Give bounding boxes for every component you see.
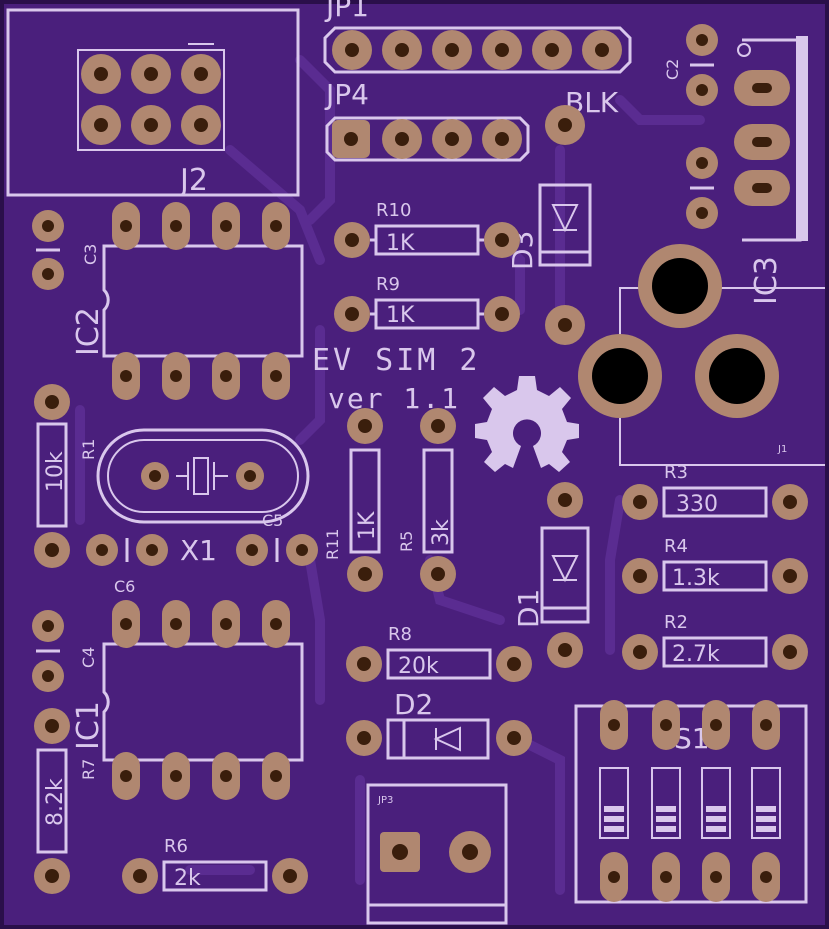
capacitor-c5: [86, 534, 168, 566]
c4-label: C4: [79, 647, 98, 668]
r3-label: R3: [664, 462, 688, 483]
c3-label: C3: [81, 244, 100, 265]
dip-switch-levers: [599, 767, 781, 839]
resistor-r10: R10 1K: [334, 200, 520, 258]
r1-value: 10k: [43, 451, 68, 492]
r2-label: R2: [664, 612, 688, 633]
connector-j2: J2: [6, 8, 300, 198]
resistor-r1: 10k R1: [34, 384, 98, 568]
capacitor-c6: C6: [114, 577, 135, 596]
resistor-r7: 8.2k R7: [34, 708, 98, 894]
r9-value: 1K: [386, 303, 415, 328]
capacitor-c2: C2: [663, 24, 718, 106]
r8-value: 20k: [398, 654, 439, 679]
r2-value: 2.7k: [672, 642, 720, 667]
ic2-label: IC2: [71, 307, 106, 356]
r10-value: 1K: [386, 231, 415, 256]
r8-label: R8: [388, 624, 412, 645]
r9-label: R9: [376, 274, 400, 295]
resistor-r6: R6 2k: [122, 836, 308, 894]
capacitor-c5b: C5: [236, 511, 318, 566]
board-title: EV SIM 2: [312, 343, 481, 378]
d1-label: D1: [512, 589, 545, 628]
dip-ic1: IC1: [71, 600, 304, 800]
r7-label: R7: [79, 759, 98, 780]
resistor-r9: R9 1K: [334, 274, 520, 332]
diode-icon: [433, 726, 461, 752]
diode-icon: [551, 204, 579, 233]
r1-label: R1: [79, 439, 98, 460]
crystal-x1: X1: [96, 428, 310, 567]
r4-label: R4: [664, 536, 688, 557]
r5-value: 3k: [429, 519, 454, 546]
gear-icon: [475, 376, 579, 472]
capacitor-unlabeled: [686, 147, 718, 229]
j2-label: J2: [178, 163, 208, 198]
r3-value: 330: [676, 492, 718, 517]
c6-label: C6: [114, 577, 135, 596]
diode-d3: D3: [506, 105, 592, 345]
jp4-label: JP4: [324, 78, 369, 111]
diode-d2: D2: [346, 688, 532, 760]
regulator-ic3: IC3: [734, 36, 808, 305]
r6-label: R6: [164, 836, 188, 857]
capacitor-c4: C4: [32, 610, 98, 692]
d2-label: D2: [394, 688, 433, 721]
resistor-r2: R2 2.7k: [622, 612, 808, 670]
r6-value: 2k: [174, 866, 201, 891]
crystal-icon: [176, 457, 228, 495]
ic3-label: IC3: [749, 256, 784, 305]
resistor-r5: 3k R5: [397, 408, 456, 592]
r7-value: 8.2k: [43, 778, 68, 826]
capacitor-c3: C3: [32, 210, 100, 290]
dip-switch-s1: S1: [574, 700, 808, 904]
resistor-r3: R3 330: [622, 462, 808, 520]
header-jp1: JP1: [323, 0, 632, 74]
ic1-label: IC1: [71, 701, 106, 750]
x1-label: X1: [180, 534, 217, 567]
resistor-r8: R8 20k: [346, 624, 532, 682]
r10-label: R10: [376, 200, 411, 221]
jp3-label: JP3: [377, 795, 393, 806]
power-jack-j1: J1: [578, 244, 825, 466]
j1-label: J1: [777, 444, 787, 455]
jp1-label: JP1: [324, 0, 369, 23]
resistor-r4: R4 1.3k: [622, 536, 808, 594]
diode-d1: D1: [512, 482, 590, 668]
header-jp4: JP4: [324, 78, 530, 162]
r11-value: 1K: [355, 511, 380, 540]
r5-label: R5: [397, 531, 416, 552]
r4-value: 1.3k: [672, 566, 720, 591]
c2-label: C2: [663, 59, 682, 80]
j2-pins: [81, 54, 221, 145]
resistor-r11: 1K R11: [323, 408, 383, 592]
r11-label: R11: [323, 529, 342, 560]
terminal-jp3: JP3: [366, 783, 508, 925]
c5-label: C5: [262, 511, 283, 530]
dip-ic2: IC2: [71, 202, 304, 400]
diode-icon: [551, 555, 579, 583]
